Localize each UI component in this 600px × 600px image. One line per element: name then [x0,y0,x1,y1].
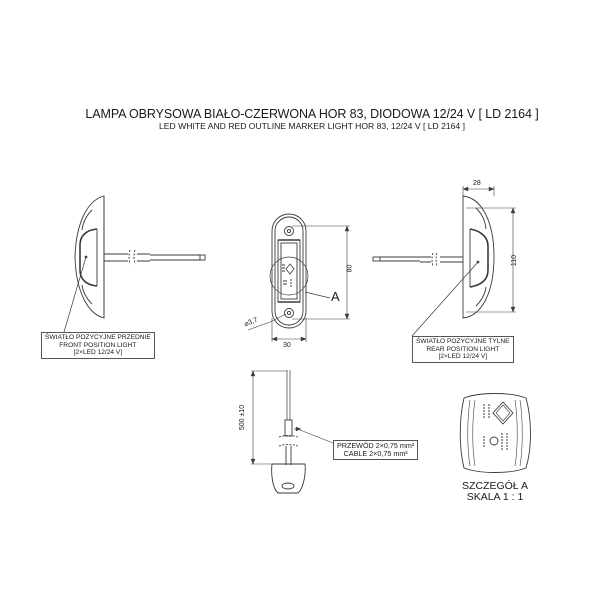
label-line-spec: [2×LED 12/24 V] [73,349,123,357]
dim-height-80: 80 [346,264,354,273]
cable-view [250,370,334,494]
detail-marker-a: A [331,289,340,304]
front-view [247,213,350,342]
label-line-polish: ŚWIATŁO POZYCYJNE PRZEDNIE [45,334,151,341]
rear-side-view [372,186,516,337]
detail-caption-title: SZCZEGÓŁ A [462,480,528,492]
label-line-polish: PRZEWÓD 2×0,75 mm² [337,441,415,450]
detail-a-view [459,393,531,473]
dim-cable-length: 500 ±10 [239,404,247,431]
detail-a-caption: SZCZEGÓŁ A SKALA 1 : 1 [445,481,545,503]
dim-height-110: 110 [511,254,519,267]
detail-caption-scale: SKALA 1 : 1 [466,491,524,503]
label-line-english: REAR POSITION LIGHT [426,345,500,353]
title-english: LED WHITE AND RED OUTLINE MARKER LIGHT H… [159,121,465,131]
label-line-english: CABLE 2×0,75 mm² [343,449,408,458]
rear-position-light-label: ŚWIATŁO POZYCYJNE TYLNE REAR POSITION LI… [412,336,514,363]
cable-label: PRZEWÓD 2×0,75 mm² CABLE 2×0,75 mm² [333,440,419,460]
label-line-spec: [2×LED 12/24 V] [438,353,488,361]
title-polish: LAMPA OBRYSOWA BIAŁO-CZERWONA HOR 83, DI… [85,107,539,121]
front-side-view [63,195,206,333]
dim-depth-28: 28 [473,180,481,187]
label-line-polish: ŚWIATŁO POZYCYJNE TYLNE [416,338,510,345]
front-position-light-label: ŚWIATŁO POZYCYJNE PRZEDNIE FRONT POSITIO… [41,332,155,359]
label-line-english: FRONT POSITION LIGHT [59,341,137,349]
dim-width-30: 30 [283,342,291,349]
